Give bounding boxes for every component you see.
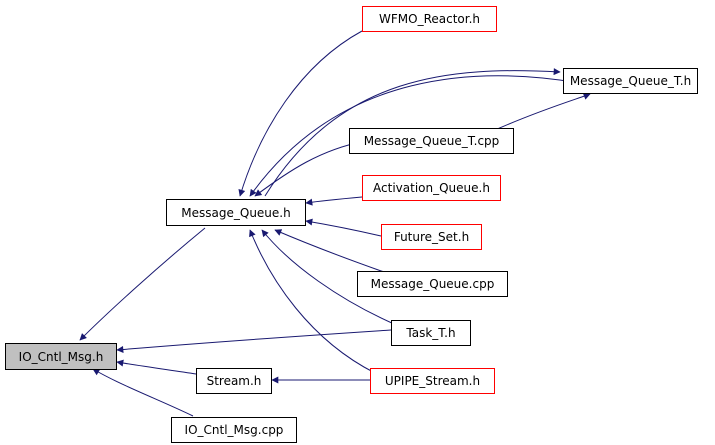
node-label: Activation_Queue.h xyxy=(373,181,490,195)
node-label: Stream.h xyxy=(206,374,262,388)
node-upipe-stream-h[interactable]: UPIPE_Stream.h xyxy=(370,368,495,394)
node-label: Message_Queue.h xyxy=(181,205,291,220)
node-label: Message_Queue_T.h xyxy=(569,74,692,88)
edge-message-queue-t-h-to-message-queue xyxy=(249,75,581,197)
node-label: UPIPE_Stream.h xyxy=(384,374,481,388)
node-io-cntl-msg-h: IO_Cntl_Msg.h xyxy=(5,343,117,370)
edge-message-queue-cpp-to-message-queue xyxy=(274,229,385,273)
node-message-queue-cpp[interactable]: Message_Queue.cpp xyxy=(357,271,508,297)
node-wfmo-reactor-h[interactable]: WFMO_Reactor.h xyxy=(362,6,497,32)
node-label: Message_Queue.cpp xyxy=(370,277,495,291)
node-stream-h[interactable]: Stream.h xyxy=(196,368,272,394)
edge-wfmo-reactor-to-message-queue xyxy=(238,30,363,197)
node-io-cntl-msg-cpp[interactable]: IO_Cntl_Msg.cpp xyxy=(171,417,297,443)
edge-message-queue-t-cpp-to-message-queue-t-h xyxy=(494,93,591,131)
edge-message-queue-to-io-cntl-msg xyxy=(79,227,206,341)
edge-upipe-stream-to-message-queue xyxy=(249,229,376,374)
node-label: IO_Cntl_Msg.h xyxy=(18,349,104,364)
edge-message-queue-h-to-message-queue-t-h xyxy=(264,68,561,197)
node-label: IO_Cntl_Msg.cpp xyxy=(184,423,284,437)
node-label: Message_Queue_T.cpp xyxy=(363,134,500,148)
node-label: Task_T.h xyxy=(406,326,456,340)
node-message-queue-t-h[interactable]: Message_Queue_T.h xyxy=(563,68,698,94)
edge-stream-to-io-cntl-msg xyxy=(116,359,197,375)
node-message-queue-t-cpp[interactable]: Message_Queue_T.cpp xyxy=(349,128,514,154)
edge-io-cntl-msg-cpp-to-io-cntl-msg xyxy=(92,368,194,417)
node-label: Future_Set.h xyxy=(393,230,470,244)
edge-task-t-to-io-cntl-msg xyxy=(116,329,392,353)
node-label: WFMO_Reactor.h xyxy=(379,12,480,26)
edge-activation-queue-to-message-queue xyxy=(305,196,363,206)
node-message-queue-h[interactable]: Message_Queue.h xyxy=(166,199,306,226)
node-activation-queue-h[interactable]: Activation_Queue.h xyxy=(362,175,501,201)
edge-task-t-to-message-queue xyxy=(261,229,395,325)
edge-future-set-to-message-queue xyxy=(305,218,382,237)
node-future-set-h[interactable]: Future_Set.h xyxy=(381,224,482,250)
node-task-t-h[interactable]: Task_T.h xyxy=(391,320,471,346)
